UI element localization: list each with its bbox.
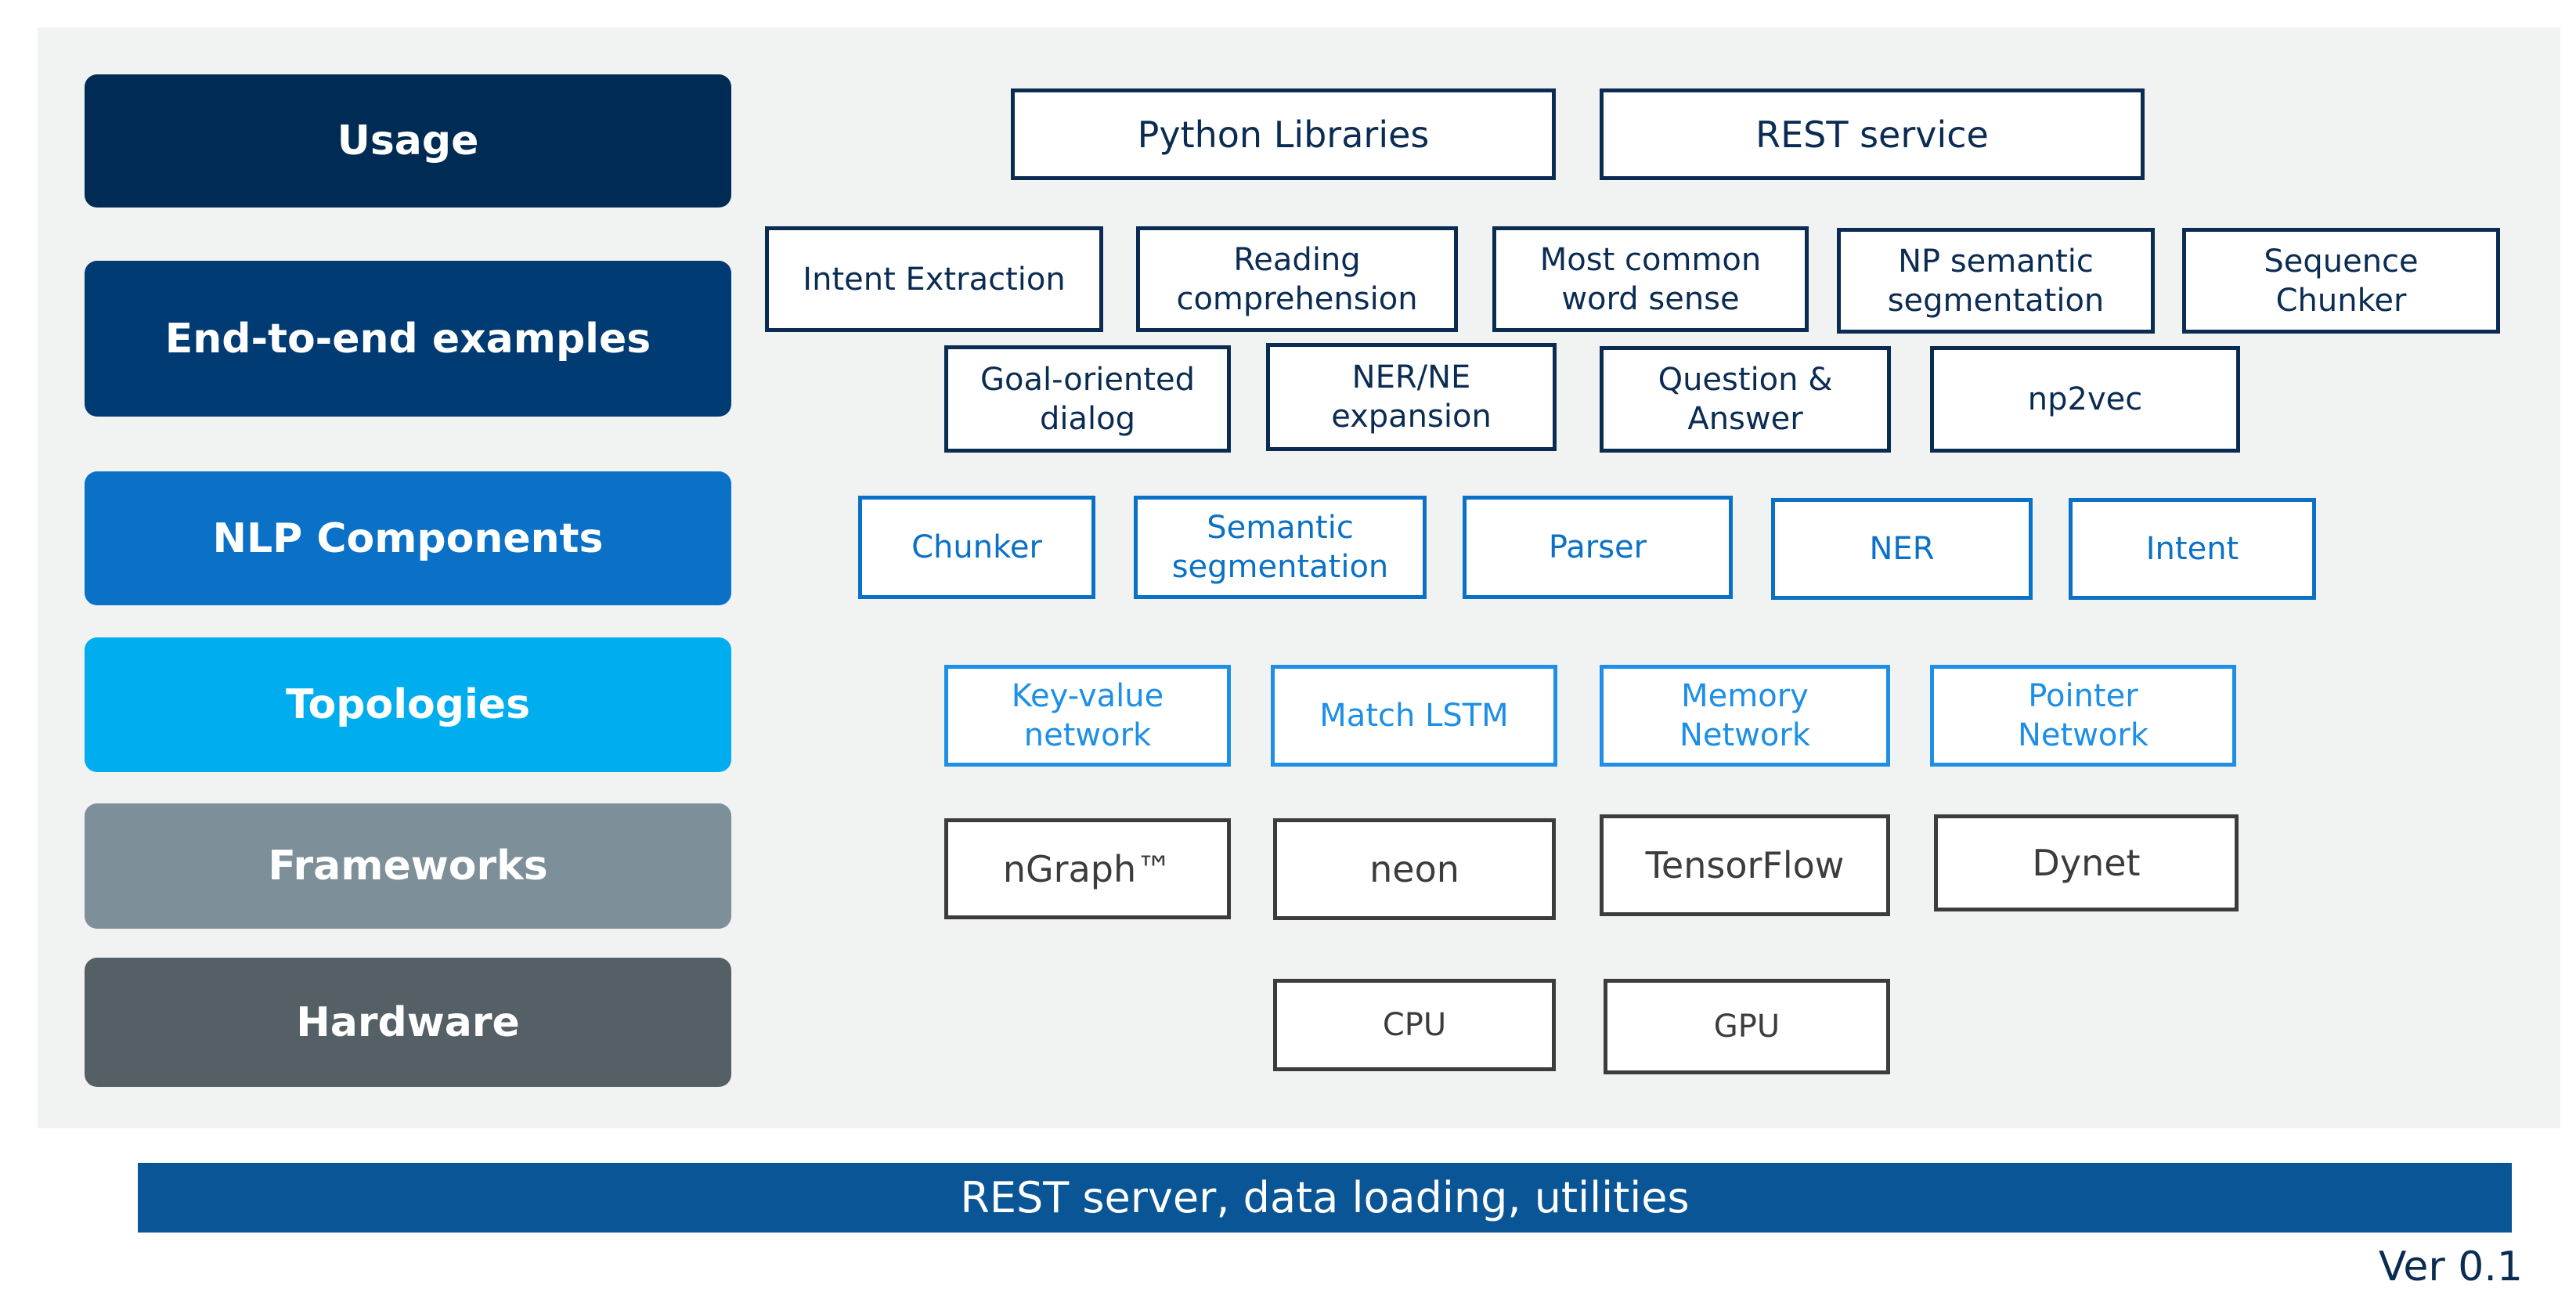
example-goal-oriented-dialog: Goal-oriented dialog [944,345,1231,453]
topology-pointer-network: Pointer Network [1930,665,2236,767]
framework-dynet: Dynet [1934,814,2239,911]
utilities-bar: REST server, data loading, utilities [138,1163,2512,1233]
example-ner-ne-expansion: NER/NE expansion [1266,343,1557,451]
framework-ngraph: nGraph™ [944,818,1231,919]
layer-usage: Usage [85,74,731,208]
framework-neon: neon [1273,818,1556,920]
layer-nlp-components: NLP Components [85,471,731,605]
example-np2vec: np2vec [1930,346,2240,453]
layer-hardware: Hardware [85,958,731,1087]
usage-python-libraries: Python Libraries [1011,88,1556,180]
example-np-semantic-segmentation: NP semantic segmentation [1837,228,2155,334]
hardware-cpu: CPU [1273,979,1556,1071]
usage-rest-service: REST service [1600,88,2145,180]
example-reading-comprehension: Reading comprehension [1136,226,1458,332]
layer-end-to-end-examples: End-to-end examples [85,261,731,417]
component-intent: Intent [2069,498,2316,600]
hardware-gpu: GPU [1604,979,1890,1074]
layer-frameworks: Frameworks [85,803,731,929]
layer-topologies: Topologies [85,637,731,772]
example-most-common-word-sense: Most common word sense [1492,226,1809,332]
example-intent-extraction: Intent Extraction [765,226,1103,332]
example-sequence-chunker: Sequence Chunker [2182,228,2500,334]
topology-memory-network: Memory Network [1600,665,1890,767]
version-label: Ver 0.1 [2378,1243,2523,1290]
example-question-answer: Question & Answer [1600,346,1891,453]
component-semantic-segmentation: Semantic segmentation [1134,496,1427,599]
topology-match-lstm: Match LSTM [1271,665,1557,767]
framework-tensorflow: TensorFlow [1600,814,1890,916]
component-chunker: Chunker [858,496,1095,599]
component-ner: NER [1771,498,2033,600]
topology-key-value-network: Key-value network [944,665,1231,767]
component-parser: Parser [1463,496,1733,599]
